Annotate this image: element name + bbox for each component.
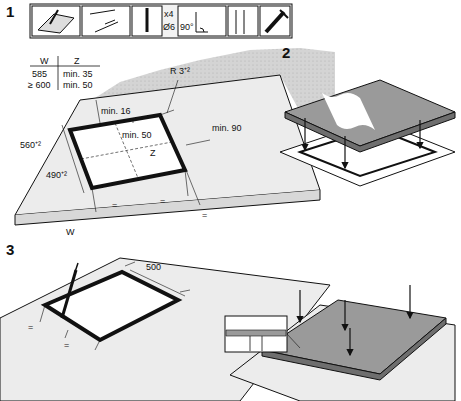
dimension-label: Ø6: [163, 22, 175, 32]
dimension-label: 500: [146, 262, 161, 272]
dimension-label: R 3⁺²: [170, 66, 190, 76]
dimension-label: Z: [150, 148, 156, 158]
dimension-label: =: [160, 196, 165, 206]
dimension-label: min. 90: [212, 123, 242, 133]
dimension-label: Z: [74, 56, 80, 66]
dimension-label: W: [40, 56, 49, 66]
dimension-label: min. 35: [63, 69, 93, 79]
dimension-label: =: [112, 200, 117, 210]
dimension-label: 90°: [180, 22, 194, 32]
dimension-label: W: [66, 227, 75, 237]
dimension-label: min. 50: [63, 80, 93, 90]
dimension-label: =: [28, 322, 33, 332]
dimension-label: min. 50: [122, 130, 152, 140]
step-number: 1: [6, 4, 14, 20]
dimension-label: =: [64, 340, 69, 350]
dimension-label: 490⁺²: [46, 170, 67, 180]
dimension-label: 560⁺²: [20, 140, 41, 150]
dimension-label: =: [202, 210, 207, 220]
dimension-label: x4: [164, 9, 174, 19]
dimension-label: ≥ 600: [28, 80, 50, 90]
step-number: 2: [282, 45, 290, 61]
dimension-label: 585: [32, 69, 47, 79]
step-number: 3: [6, 242, 14, 258]
dimension-label: min. 16: [101, 106, 131, 116]
